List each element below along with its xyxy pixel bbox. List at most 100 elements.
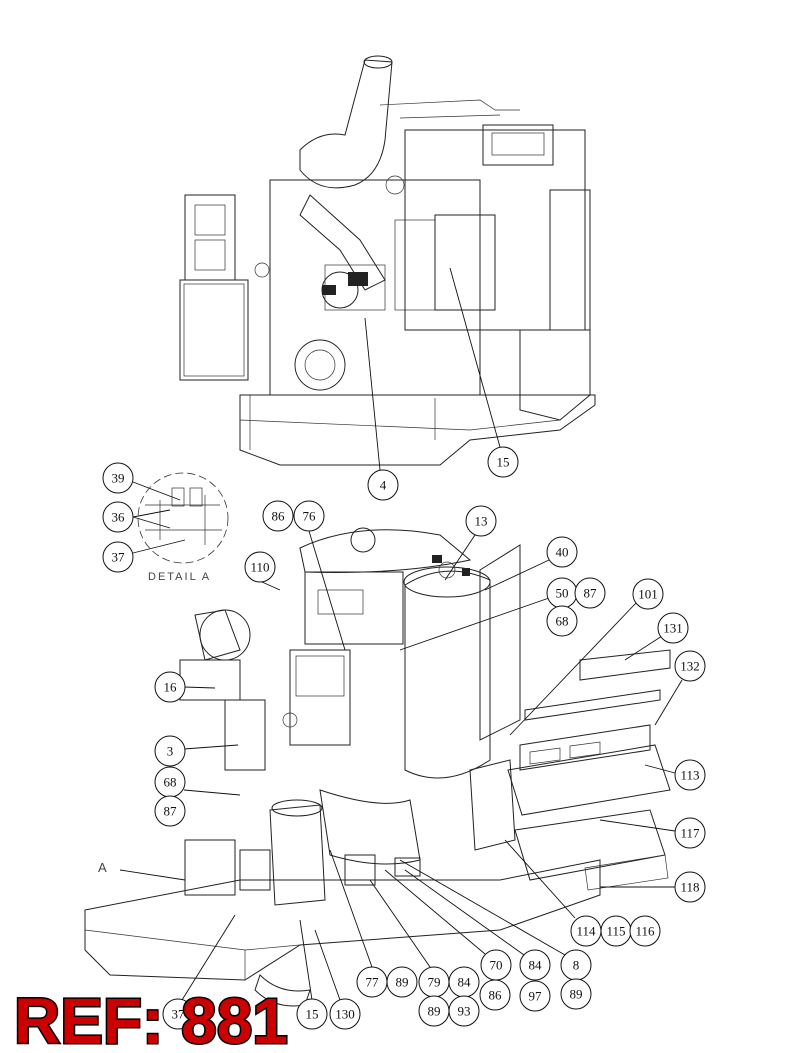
callout-number: 113 bbox=[680, 768, 699, 783]
callout-number: 110 bbox=[250, 560, 269, 575]
callout-number: 116 bbox=[635, 924, 655, 939]
callout-circle bbox=[479, 979, 511, 1011]
callout-c86a: 86 bbox=[262, 500, 294, 532]
callout-c50: 50 bbox=[546, 577, 578, 609]
callout-c15b: 15 bbox=[296, 998, 328, 1030]
callout-c68a: 68 bbox=[546, 605, 578, 637]
callout-circle bbox=[519, 949, 551, 981]
callout-c3: 3 bbox=[154, 735, 186, 767]
callout-number: 8 bbox=[573, 958, 580, 973]
callout-c70: 70 bbox=[480, 949, 512, 981]
callout-circle bbox=[102, 501, 134, 533]
callout-c117: 117 bbox=[674, 817, 706, 849]
callout-circle bbox=[262, 500, 294, 532]
callout-c8: 8 bbox=[560, 949, 592, 981]
callout-c93: 93 bbox=[448, 995, 480, 1027]
callout-number: 4 bbox=[380, 478, 387, 493]
callout-number: 15 bbox=[306, 1007, 319, 1022]
detail-a-label: DETAIL A bbox=[148, 571, 211, 583]
callout-circle bbox=[674, 817, 706, 849]
callout-c130: 130 bbox=[329, 998, 361, 1030]
callout-c40: 40 bbox=[546, 536, 578, 568]
callout-number: 40 bbox=[556, 545, 569, 560]
callout-circle bbox=[102, 541, 134, 573]
callout-circle bbox=[546, 536, 578, 568]
callout-circle bbox=[367, 469, 399, 501]
top-assembly bbox=[179, 55, 596, 466]
callout-number: 115 bbox=[606, 924, 625, 939]
callout-number: 3 bbox=[167, 744, 174, 759]
callout-circle bbox=[465, 505, 497, 537]
callout-c114: 114 bbox=[570, 915, 602, 947]
callout-circle bbox=[546, 605, 578, 637]
callout-c76: 76 bbox=[293, 500, 325, 532]
callout-number: 70 bbox=[490, 958, 503, 973]
callout-number: 130 bbox=[335, 1007, 355, 1022]
callout-circle bbox=[519, 980, 551, 1012]
callout-number: 89 bbox=[428, 1004, 441, 1019]
callout-circle bbox=[329, 998, 361, 1030]
callout-number: 68 bbox=[556, 614, 569, 629]
callout-number: 50 bbox=[556, 586, 569, 601]
callout-c118: 118 bbox=[674, 871, 706, 903]
callout-number: 89 bbox=[396, 975, 409, 990]
callout-c89b: 89 bbox=[418, 995, 450, 1027]
callout-c36: 36 bbox=[102, 501, 134, 533]
callout-circle bbox=[293, 500, 325, 532]
callout-number: 101 bbox=[638, 587, 658, 602]
callout-c13: 13 bbox=[465, 505, 497, 537]
callout-circle bbox=[386, 966, 418, 998]
main-assembly bbox=[84, 527, 671, 1007]
callout-c37a: 37 bbox=[102, 541, 134, 573]
callout-c132: 132 bbox=[674, 650, 706, 682]
callout-circle bbox=[629, 915, 661, 947]
callout-number: 131 bbox=[663, 621, 683, 636]
callout-circle bbox=[674, 650, 706, 682]
callout-c16: 16 bbox=[154, 671, 186, 703]
callout-number: 37 bbox=[172, 1007, 186, 1022]
callout-number: 118 bbox=[680, 880, 699, 895]
callout-circle bbox=[154, 735, 186, 767]
callout-c89c: 89 bbox=[560, 978, 592, 1010]
callout-circle bbox=[154, 795, 186, 827]
callout-c84a: 84 bbox=[519, 949, 551, 981]
callout-number: 36 bbox=[112, 510, 126, 525]
callout-c89a: 89 bbox=[386, 966, 418, 998]
callout-circle bbox=[296, 998, 328, 1030]
callout-number: 13 bbox=[475, 514, 488, 529]
callout-circle bbox=[657, 612, 689, 644]
callout-number: 86 bbox=[489, 988, 503, 1003]
callout-number: 84 bbox=[458, 975, 472, 990]
ref-label: REF: 881 bbox=[14, 985, 288, 1053]
callout-number: 15 bbox=[497, 455, 510, 470]
callout-c77: 77 bbox=[356, 966, 388, 998]
callout-number: 77 bbox=[366, 975, 380, 990]
callout-number: 87 bbox=[164, 804, 178, 819]
callout-number: 16 bbox=[164, 680, 178, 695]
callout-c87b: 87 bbox=[154, 795, 186, 827]
callout-c15: 15 bbox=[487, 446, 519, 478]
callout-number: 114 bbox=[576, 924, 596, 939]
callout-circle bbox=[244, 551, 276, 583]
callout-circle bbox=[560, 978, 592, 1010]
callout-c37b: 37 bbox=[162, 998, 194, 1030]
callout-c110: 110 bbox=[244, 551, 276, 583]
callout-number: 87 bbox=[584, 586, 598, 601]
callout-number: 132 bbox=[680, 659, 700, 674]
callout-number: 68 bbox=[164, 775, 177, 790]
callout-circle bbox=[487, 446, 519, 478]
callout-circle bbox=[674, 759, 706, 791]
callout-circle bbox=[574, 577, 606, 609]
detail-a: DETAIL A bbox=[137, 472, 229, 583]
callout-number: 93 bbox=[458, 1004, 471, 1019]
callout-c84b: 84 bbox=[448, 966, 480, 998]
callout-number: 39 bbox=[112, 471, 125, 486]
callout-c97: 97 bbox=[519, 980, 551, 1012]
callout-c116: 116 bbox=[629, 915, 661, 947]
callout-circle bbox=[448, 995, 480, 1027]
callout-c101: 101 bbox=[632, 578, 664, 610]
callout-number: 97 bbox=[529, 989, 543, 1004]
callout-number: 37 bbox=[112, 550, 126, 565]
callout-number: 76 bbox=[303, 509, 317, 524]
